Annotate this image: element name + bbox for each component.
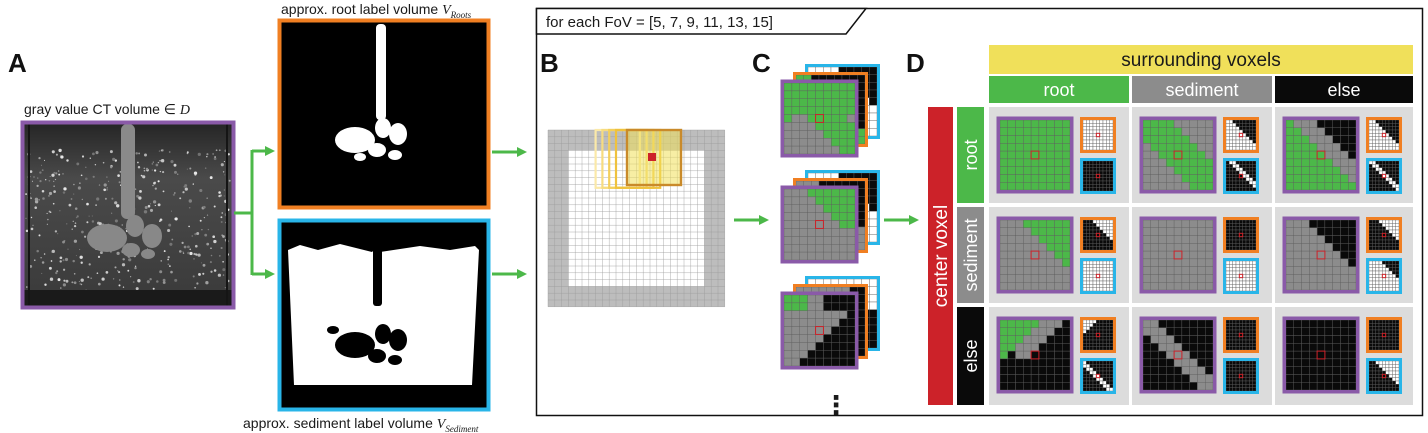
- matrix-cell: [989, 307, 1129, 405]
- row-header-sediment: [957, 207, 984, 303]
- matrix-main-patch: [1139, 216, 1217, 294]
- matrix-root-label-patch: [1366, 117, 1402, 153]
- ct-volume-image: [20, 120, 236, 310]
- matrix-root-label-patch: [1366, 317, 1402, 353]
- matrix-main-patch: [996, 216, 1074, 294]
- surrounding-voxels-header: [989, 45, 1413, 74]
- matrix-sediment-label-patch: [1223, 358, 1259, 394]
- matrix-cell: [1275, 307, 1413, 405]
- panel-letter-b: B: [540, 48, 559, 78]
- root-label-volume-image: [277, 18, 491, 210]
- matrix-cell: [1275, 207, 1413, 303]
- matrix-main-patch: [1282, 316, 1360, 394]
- col-label-sediment: sediment: [1165, 80, 1238, 100]
- root-label-volume-title: approx. root label volume VRoots: [281, 1, 472, 20]
- row-label-sediment: sediment: [961, 218, 981, 291]
- matrix-main-patch: [1282, 116, 1360, 194]
- matrix-main-patch: [1282, 216, 1360, 294]
- row-header-root: [957, 107, 984, 203]
- matrix-main-patch: [996, 316, 1074, 394]
- matrix-sediment-label-patch: [1080, 158, 1116, 194]
- matrix-sediment-label-patch: [1223, 258, 1259, 294]
- sediment-label-volume-title: approx. sediment label volume VSediment: [243, 415, 479, 433]
- matrix-main-patch: [1139, 316, 1217, 394]
- col-header-root: [989, 76, 1129, 103]
- matrix-cell: [1132, 107, 1272, 203]
- matrix-cell: [1275, 107, 1413, 203]
- center-voxel-header: [928, 107, 953, 405]
- center-voxel-label: center voxel: [931, 205, 952, 307]
- ellipsis-more-fovs: ⋮: [823, 390, 849, 420]
- stack-main-patch: [780, 185, 859, 264]
- matrix-main-patch: [996, 116, 1074, 194]
- fov-box: [535, 7, 1424, 417]
- panel-letter-d: D: [906, 48, 925, 78]
- matrix-root-label-patch: [1223, 117, 1259, 153]
- patch-stacks: [780, 64, 880, 370]
- matrix-sediment-label-patch: [1080, 258, 1116, 294]
- sediment-label-volume-image: [277, 218, 491, 412]
- matrix-root-label-patch: [1223, 217, 1259, 253]
- matrix-cell: [1132, 207, 1272, 303]
- fov-header: for each FoV = [5, 7, 9, 11, 13, 15]: [546, 14, 773, 31]
- class-matrix: [989, 107, 1413, 405]
- matrix-root-label-patch: [1223, 317, 1259, 353]
- branch-arrows: [234, 146, 275, 279]
- stack-main-patch: [780, 291, 859, 370]
- matrix-cell: [989, 207, 1129, 303]
- panel-letter-a: A: [8, 48, 27, 78]
- matrix-cell: [989, 107, 1129, 203]
- matrix-sediment-label-patch: [1080, 358, 1116, 394]
- matrix-main-patch: [1139, 116, 1217, 194]
- col-label-root: root: [1043, 80, 1074, 100]
- matrix-sediment-label-patch: [1366, 358, 1402, 394]
- matrix-root-label-patch: [1366, 217, 1402, 253]
- panel-letter-c: C: [752, 48, 771, 78]
- fov-grid: [547, 128, 725, 307]
- row-label-else: else: [961, 339, 981, 372]
- row-label-root: root: [961, 139, 981, 170]
- matrix-sediment-label-patch: [1223, 158, 1259, 194]
- ct-volume-label: gray value CT volume ∈ D: [24, 101, 190, 118]
- matrix-root-label-patch: [1080, 117, 1116, 153]
- matrix-cell: [1132, 307, 1272, 405]
- matrix-root-label-patch: [1080, 217, 1116, 253]
- stack-main-patch: [780, 79, 859, 158]
- surrounding-voxels-label: surrounding voxels: [1121, 50, 1280, 71]
- col-header-else: [1275, 76, 1413, 103]
- matrix-sediment-label-patch: [1366, 258, 1402, 294]
- row-header-else: [957, 307, 984, 405]
- col-label-else: else: [1327, 80, 1360, 100]
- matrix-root-label-patch: [1080, 317, 1116, 353]
- matrix-sediment-label-patch: [1366, 158, 1402, 194]
- col-header-sediment: [1132, 76, 1272, 103]
